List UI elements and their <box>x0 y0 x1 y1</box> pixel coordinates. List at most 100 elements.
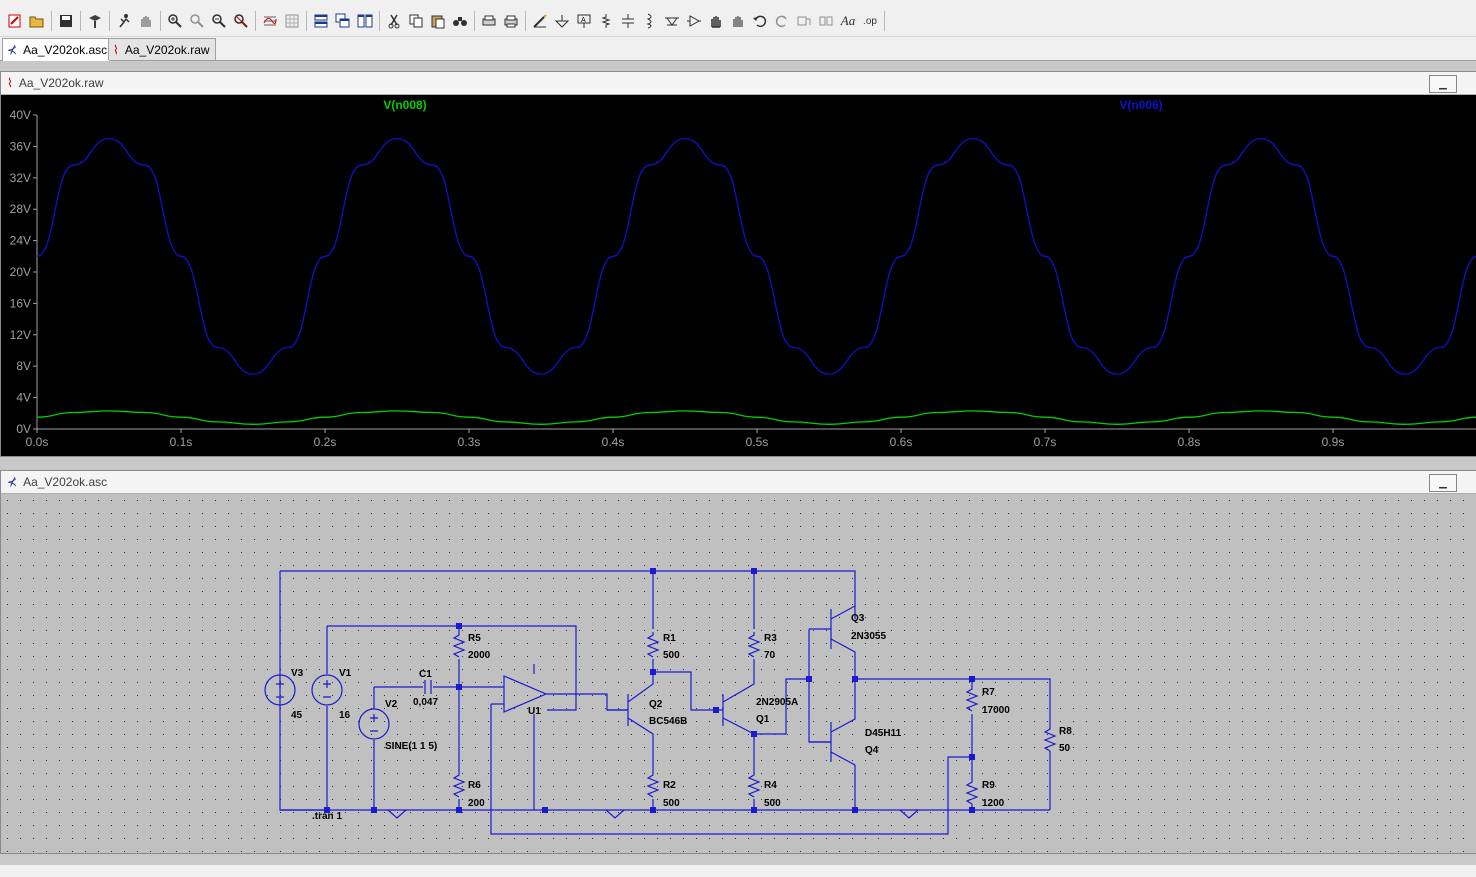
r2-value: 500 <box>663 798 680 809</box>
q2-value: BC546B <box>649 716 687 727</box>
save-icon[interactable] <box>55 10 77 32</box>
y-tick-label: 0V <box>16 422 31 436</box>
series-line-0 <box>36 410 1476 425</box>
y-tick-label: 32V <box>10 171 31 185</box>
mirror-icon[interactable] <box>815 10 837 32</box>
undo-icon[interactable] <box>749 10 771 32</box>
tab-schematic-label: Aa_V202ok.asc <box>23 43 108 57</box>
r3-label: R3 <box>764 633 777 644</box>
c1-label: C1 <box>419 669 432 680</box>
r7-resistor[interactable] <box>965 686 979 712</box>
text-icon[interactable]: Aa <box>840 13 856 28</box>
zoom-out-icon[interactable] <box>208 10 230 32</box>
waveform-window-titlebar[interactable]: ⌇ Aa_V202ok.raw ▁ <box>1 72 1476 95</box>
copy-icon[interactable] <box>405 10 427 32</box>
wire-icon[interactable] <box>529 10 551 32</box>
schematic-window-title: Aa_V202ok.asc <box>23 475 108 489</box>
r7-value: 17000 <box>982 705 1010 716</box>
halt-icon[interactable] <box>135 10 157 32</box>
rotate-icon[interactable] <box>793 10 815 32</box>
v3-value: 45 <box>291 710 303 721</box>
move-icon[interactable] <box>705 10 727 32</box>
r6-resistor[interactable] <box>452 772 466 798</box>
r5-label: R5 <box>468 633 481 644</box>
new-schematic-icon[interactable] <box>4 10 26 32</box>
toolbar-separator <box>474 11 475 31</box>
q3-value: 2N3055 <box>851 631 886 642</box>
schematic-icon: ⊀ <box>7 475 18 489</box>
toolbar-separator <box>255 11 256 31</box>
r2-resistor[interactable] <box>646 772 660 798</box>
capacitor-icon[interactable] <box>617 10 639 32</box>
toolbar-file-group: A Aa .op <box>4 9 888 33</box>
control-panel-icon[interactable] <box>84 10 106 32</box>
toolbar-separator <box>525 11 526 31</box>
c1-capacitor[interactable] <box>424 680 432 694</box>
r5-resistor[interactable] <box>452 632 466 658</box>
print-setup-icon[interactable] <box>478 10 500 32</box>
c1-value: 0,047 <box>413 697 438 708</box>
cut-icon[interactable] <box>383 10 405 32</box>
tile-horizontal-icon[interactable] <box>310 10 332 32</box>
label-net-icon[interactable]: A <box>573 10 595 32</box>
diode-icon[interactable] <box>661 10 683 32</box>
find-icon[interactable] <box>449 10 471 32</box>
x-tick-label: 0.0s <box>26 435 49 449</box>
component-icon[interactable] <box>683 10 705 32</box>
q2-label: Q2 <box>649 699 663 710</box>
zoom-area-icon[interactable] <box>186 10 208 32</box>
r4-value: 500 <box>764 798 781 809</box>
v3-source[interactable] <box>264 674 296 706</box>
v1-source[interactable] <box>311 674 343 706</box>
document-tabs: ⊀ Aa_V202ok.asc ⌇ Aa_V202ok.raw <box>0 38 1476 61</box>
r9-resistor[interactable] <box>965 779 979 805</box>
redo-icon[interactable] <box>771 10 793 32</box>
schematic-canvas[interactable]: V3 45 V1 16 V2 SINE(1 1 5) C1 0,047 R5 2… <box>1 494 1476 853</box>
r3-resistor[interactable] <box>747 632 761 658</box>
schematic-labels: V3 45 V1 16 V2 SINE(1 1 5) C1 0,047 R5 2… <box>291 613 1072 822</box>
minimize-button[interactable]: ▁ <box>1429 474 1457 492</box>
toolbar-separator <box>51 11 52 31</box>
cascade-icon[interactable] <box>332 10 354 32</box>
autorange-icon[interactable] <box>259 10 281 32</box>
paste-icon[interactable] <box>427 10 449 32</box>
r6-label: R6 <box>468 780 481 791</box>
grid-icon[interactable] <box>281 10 303 32</box>
toolbar-separator <box>884 11 885 31</box>
r4-resistor[interactable] <box>747 772 761 798</box>
spice-directive-icon[interactable]: .op <box>863 15 877 27</box>
v1-label: V1 <box>339 668 352 679</box>
tab-schematic[interactable]: ⊀ Aa_V202ok.asc <box>2 38 110 61</box>
r8-value: 50 <box>1059 743 1071 754</box>
waveform-icon: ⌇ <box>7 76 13 90</box>
minimize-button[interactable]: ▁ <box>1429 75 1457 93</box>
v2-value: SINE(1 1 5) <box>385 741 437 752</box>
schematic-grid <box>1 494 1476 853</box>
resistor-icon[interactable] <box>595 10 617 32</box>
drag-icon[interactable] <box>727 10 749 32</box>
r7-label: R7 <box>982 687 995 698</box>
run-icon[interactable] <box>113 10 135 32</box>
plot-legend: V(n008)V(n006) <box>383 98 1162 112</box>
tab-waveform[interactable]: ⌇ Aa_V202ok.raw <box>108 38 216 60</box>
schematic-resistors <box>452 632 1057 805</box>
v2-source[interactable] <box>358 708 390 740</box>
zoom-cancel-icon[interactable] <box>230 10 252 32</box>
ground-icon[interactable] <box>551 10 573 32</box>
tile-vertical-icon[interactable] <box>354 10 376 32</box>
tran-directive[interactable]: .tran 1 <box>312 811 342 822</box>
open-icon[interactable] <box>26 10 48 32</box>
y-tick-label: 4V <box>16 391 31 405</box>
r8-resistor[interactable] <box>1043 726 1057 752</box>
y-tick-label: 12V <box>10 328 31 342</box>
schematic-icon: ⊀ <box>7 43 18 57</box>
zoom-in-icon[interactable] <box>164 10 186 32</box>
r8-label: R8 <box>1059 726 1072 737</box>
r1-resistor[interactable] <box>646 632 660 658</box>
print-icon[interactable] <box>500 10 522 32</box>
tab-waveform-label: Aa_V202ok.raw <box>124 42 210 57</box>
schematic-window-titlebar[interactable]: ⊀ Aa_V202ok.asc ▁ <box>1 471 1476 494</box>
inductor-icon[interactable] <box>639 10 661 32</box>
x-tick-label: 0.3s <box>458 435 481 449</box>
